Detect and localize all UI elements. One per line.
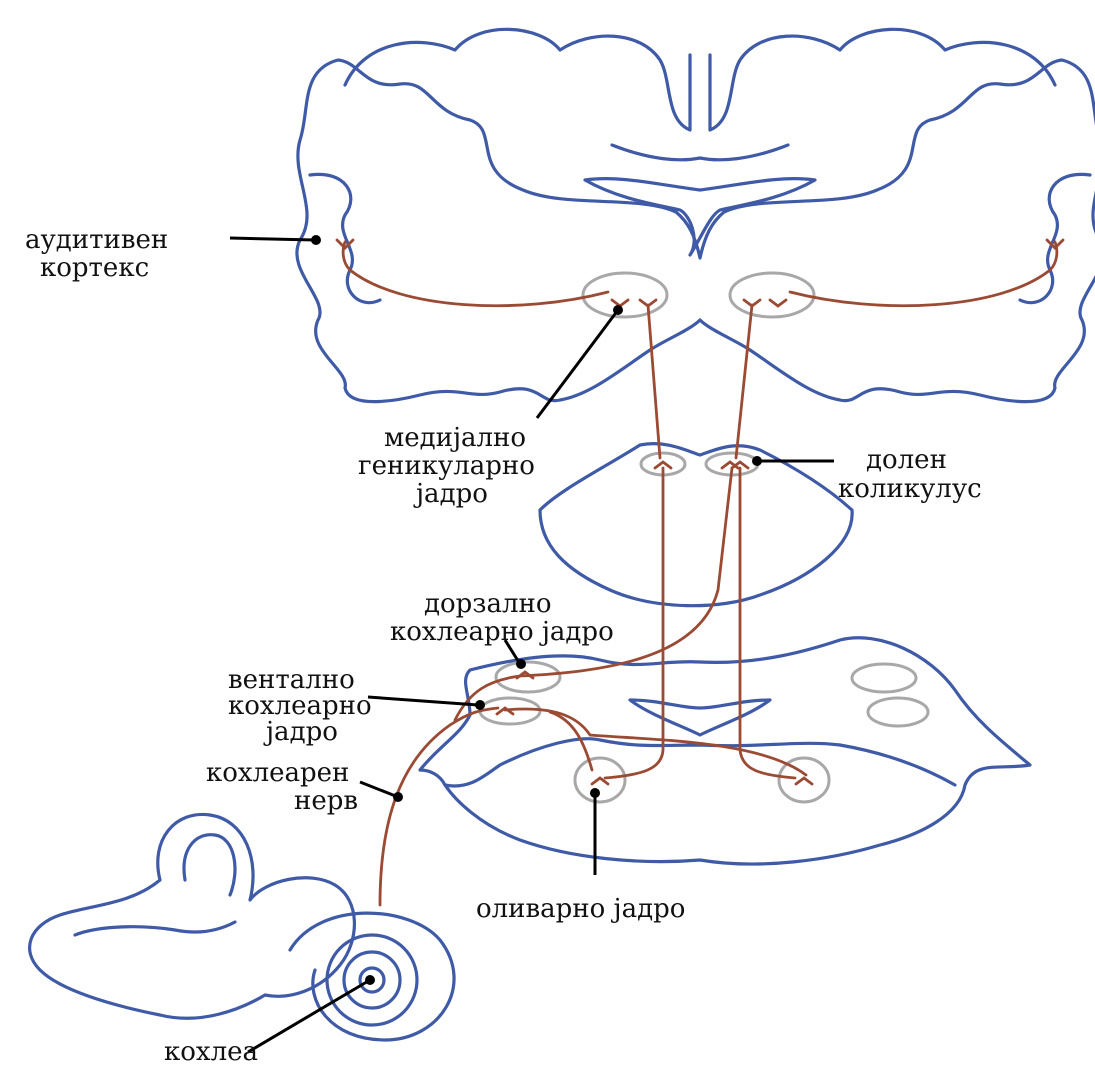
leader-ventral-cochlear	[368, 697, 478, 705]
label-cochlear-nerve-1: кохлеарен	[206, 758, 349, 788]
dot-cochlea	[365, 975, 375, 985]
dorsal-cochlear-nucleus	[496, 662, 560, 692]
label-olivary-nucleus: оливарно јадро	[476, 894, 685, 924]
label-medial-geniculate-3: јадро	[413, 479, 488, 509]
dot-dorsal-cochlear	[516, 659, 526, 669]
label-dorsal-cochlear-2: кохлеарно јадро	[390, 617, 614, 647]
brain-corpus-callosum	[612, 145, 788, 160]
label-ventral-cochlear-3: јадро	[263, 717, 338, 747]
label-cochlea: кохлеа	[164, 1037, 258, 1067]
label-cochlear-nerve-2: нерв	[294, 786, 358, 816]
label-dorsal-cochlear-1: дорзално	[424, 589, 552, 619]
dot-ventral-cochlear	[475, 700, 485, 710]
right-olive-to-right-colliculus	[740, 468, 795, 778]
label-medial-geniculate-2: геникуларно	[358, 451, 535, 481]
left-colliculus-to-mgn	[648, 305, 660, 458]
label-medial-geniculate-1: медијално	[384, 423, 526, 453]
dot-olivary-nucleus	[590, 788, 600, 798]
midbrain-section	[540, 444, 852, 606]
dot-cochlear-nerve	[393, 792, 403, 802]
superior-olivary-nucleus-left	[575, 758, 625, 802]
inner-ear	[30, 814, 454, 1040]
lateral-nucleus-upper	[852, 664, 916, 692]
label-auditory-cortex-1: аудитивен	[25, 225, 168, 255]
medulla-inner-contour	[445, 739, 955, 786]
brain-outer-contour	[297, 60, 1095, 402]
label-auditory-cortex-2: кортекс	[40, 253, 149, 283]
label-inferior-colliculus-1: долен	[866, 445, 947, 475]
medulla-section	[420, 638, 1030, 864]
brain-section	[297, 29, 1095, 401]
leader-cochlear-nerve	[360, 782, 398, 797]
right-mgn-to-cortex	[790, 242, 1057, 306]
dot-inferior-colliculus	[752, 456, 762, 466]
left-mgn-to-cortex	[343, 242, 608, 306]
midbrain-outline	[540, 444, 852, 606]
right-colliculus-to-mgn	[736, 305, 752, 458]
dot-medial-geniculate	[613, 305, 623, 315]
label-inferior-colliculus-2: коликулус	[838, 474, 982, 504]
dot-auditory-cortex	[311, 235, 321, 245]
medulla-outline	[420, 638, 1030, 864]
lateral-nucleus-lower	[868, 698, 928, 726]
fourth-ventricle	[630, 700, 770, 735]
brain-ventricle	[585, 179, 815, 255]
leader-medial-geniculate	[537, 310, 618, 418]
leader-auditory-cortex	[230, 238, 315, 240]
cochlear-nerve-fiber	[380, 708, 498, 905]
labels: аудитивен кортекс медијално геникуларно …	[25, 225, 982, 1067]
